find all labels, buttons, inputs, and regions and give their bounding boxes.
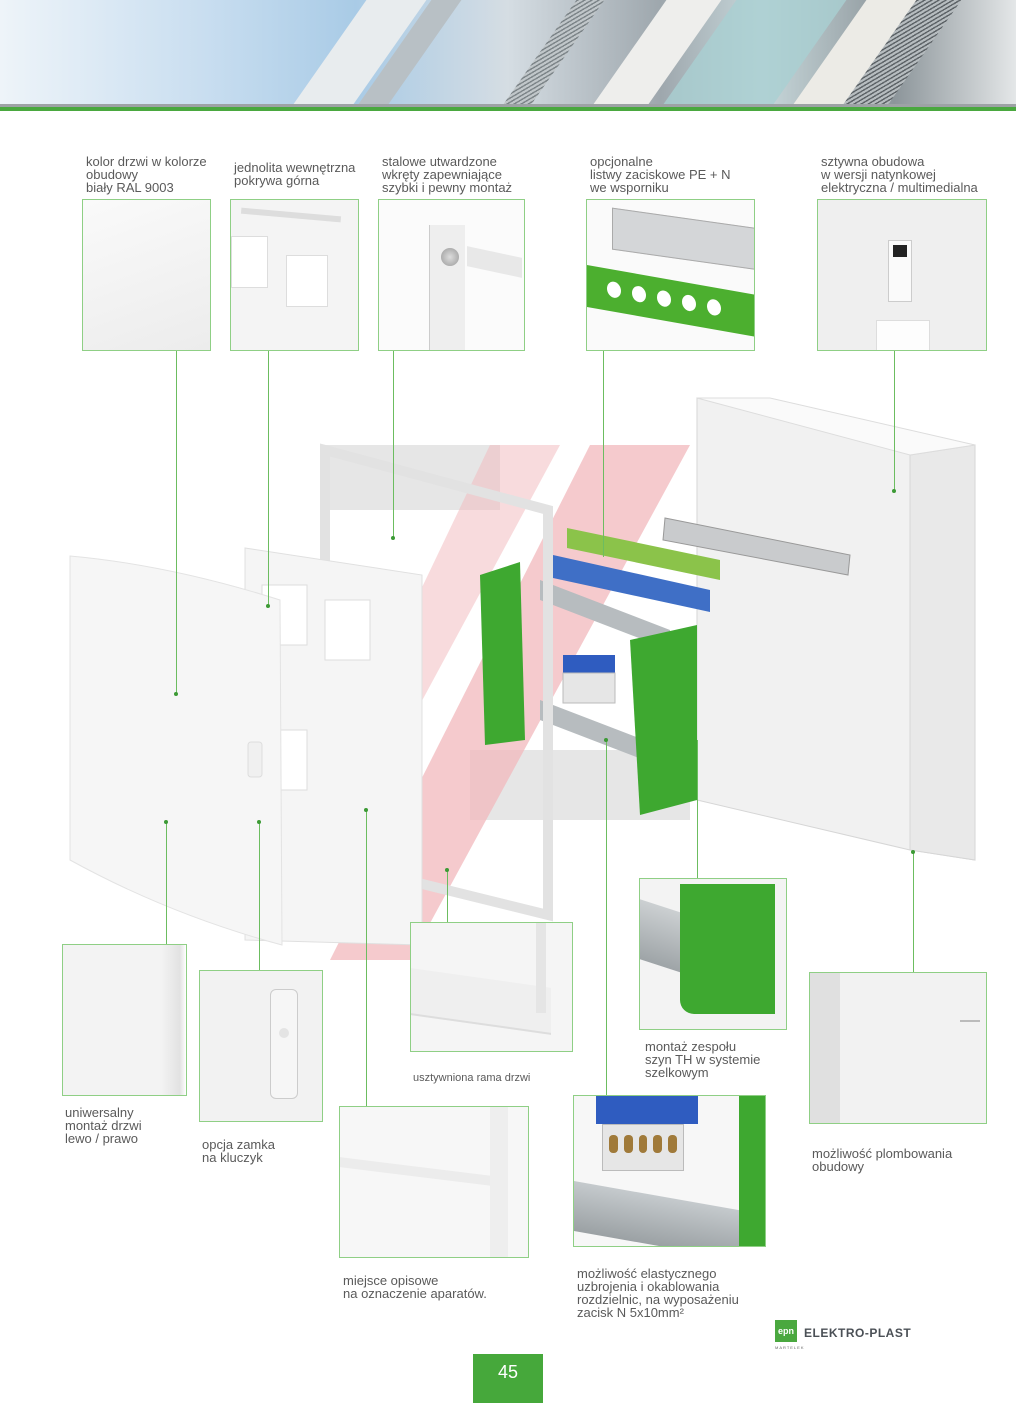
leader-line xyxy=(259,822,260,970)
green-bracket xyxy=(587,265,754,337)
green-bracket-right xyxy=(630,625,697,815)
inner-cover xyxy=(244,547,423,946)
callout-flexible-wiring: możliwość elastycznego uzbrojenia i okab… xyxy=(577,1266,739,1320)
green-bracket xyxy=(739,1096,765,1246)
thumb-housing-label xyxy=(817,199,987,351)
din-rail-top xyxy=(540,580,670,650)
callout-universal-door: uniwersalny montaż drzwi lewo / prawo xyxy=(65,1105,142,1146)
thumb-sealing xyxy=(809,972,987,1124)
seal-notch xyxy=(960,1020,980,1022)
lock-slot xyxy=(247,741,263,778)
thumb-description-area xyxy=(339,1106,529,1258)
leader-line xyxy=(913,852,914,972)
green-bracket xyxy=(680,884,775,1014)
leader-dot xyxy=(257,820,261,824)
green-bracket-left xyxy=(480,562,525,745)
callout-rigid-housing: sztywna obudowa w wersji natynkowej elek… xyxy=(821,154,978,195)
callout-inner-cover: jednolita wewnętrzna pokrywa górna xyxy=(234,160,356,188)
pe-busbar xyxy=(662,517,851,576)
leader-dot xyxy=(911,850,915,854)
product-label xyxy=(888,240,912,302)
thumb-steel-screw xyxy=(378,199,525,351)
leader-line xyxy=(393,351,394,538)
leader-line xyxy=(894,351,895,491)
callout-key-lock: opcja zamka na kluczyk xyxy=(202,1137,275,1165)
thumb-n-terminal xyxy=(573,1095,766,1247)
callout-terminal-strips: opcjonalne listwy zaciskowe PE + N we ws… xyxy=(590,154,731,195)
brand-name: ELEKTRO-PLAST xyxy=(804,1326,912,1340)
callout-rail-assembly: montaż zespołu szyn TH w systemie szelko… xyxy=(645,1039,761,1080)
din-rail xyxy=(574,1181,744,1246)
thumb-door-panel xyxy=(82,199,211,351)
thumb-terminal-strips xyxy=(586,199,755,351)
housing-box xyxy=(696,397,976,861)
brass-terminals xyxy=(602,1124,684,1171)
callout-door-color: kolor drzwi w kolorze obudowy biały RAL … xyxy=(86,154,207,195)
screw-icon xyxy=(441,248,459,266)
green-pe-strip xyxy=(567,528,720,580)
leader-dot xyxy=(391,536,395,540)
leader-line xyxy=(366,810,367,1106)
thumb-inner-cover xyxy=(230,199,359,351)
n-terminal-block xyxy=(563,655,615,673)
leader-line xyxy=(176,351,177,694)
leader-dot xyxy=(174,692,178,696)
leader-dot xyxy=(364,808,368,812)
leader-line xyxy=(697,740,698,878)
leader-dot xyxy=(892,489,896,493)
leader-line xyxy=(447,870,448,922)
header-accent-line xyxy=(0,107,1016,111)
leader-line xyxy=(603,351,604,557)
callout-steel-screws: stalowe utwardzone wkręty zapewniające s… xyxy=(382,154,513,195)
callout-description-area: miejsce opisowe na oznaczenie aparatów. xyxy=(343,1273,487,1301)
blue-terminal-cover xyxy=(596,1096,698,1124)
logo-bar-top xyxy=(325,445,500,510)
leader-line xyxy=(166,822,167,944)
facade-louvre xyxy=(503,0,605,104)
leader-line xyxy=(268,351,269,606)
leader-dot xyxy=(445,868,449,872)
epn-logo-subtitle: MARTELEK xyxy=(775,1345,805,1350)
callout-sealing: możliwość plombowania obudowy xyxy=(812,1146,953,1174)
logo-bar-bottom xyxy=(470,750,690,820)
thumb-key-lock xyxy=(199,970,323,1122)
page-number: 45 xyxy=(473,1354,543,1403)
thumb-door-edge xyxy=(62,944,187,1096)
blue-n-strip xyxy=(553,555,710,612)
door-frame xyxy=(320,443,553,922)
bolt-shape xyxy=(330,445,690,960)
din-rail-bottom xyxy=(540,700,670,770)
leader-line xyxy=(606,740,607,1095)
leader-dot xyxy=(164,820,168,824)
epn-logo-mark: epn xyxy=(775,1320,797,1342)
callout-reinforced-frame: usztywniona rama drzwi xyxy=(413,1072,531,1084)
thumb-door-frame xyxy=(410,922,573,1052)
leader-dot xyxy=(266,604,270,608)
thumb-rail-bracket xyxy=(639,878,787,1030)
leader-dot xyxy=(604,738,608,742)
lock-cover xyxy=(270,989,298,1099)
header-divider xyxy=(0,104,1016,109)
header-photo xyxy=(0,0,1016,104)
